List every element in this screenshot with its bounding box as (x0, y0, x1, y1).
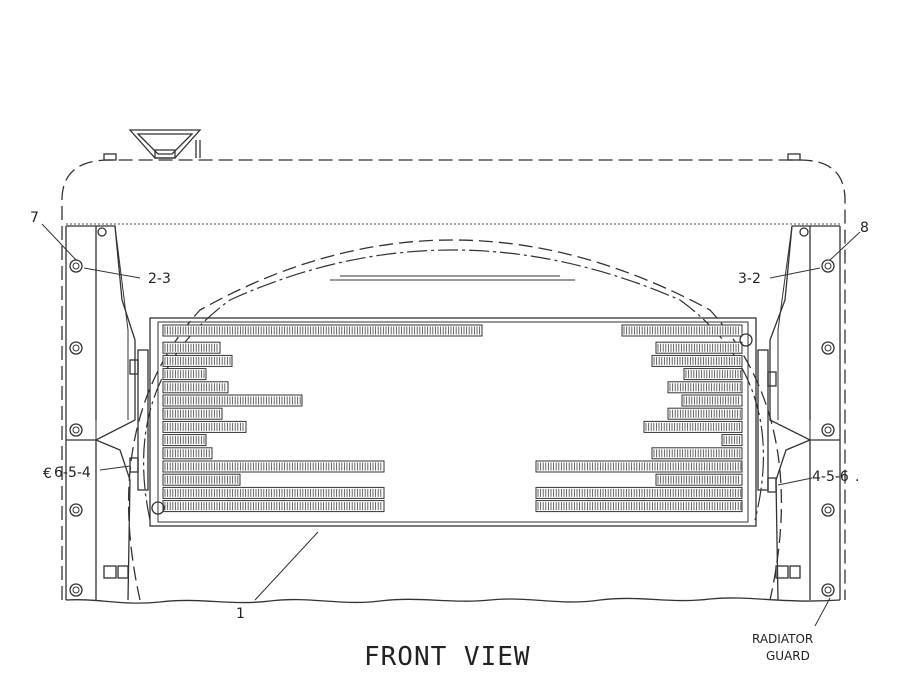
fin-band (667, 381, 743, 394)
right-frame (769, 225, 841, 600)
left-frame (65, 225, 136, 600)
radiator-guard-label-line2: GUARD (766, 649, 810, 663)
fin-band (162, 486, 385, 499)
fin-band (667, 407, 743, 420)
callout-left-upper: 2-3 (148, 271, 171, 287)
fin-band (162, 354, 233, 367)
left-frame-inner (95, 225, 129, 440)
fan-shroud-arc (143, 249, 765, 521)
right-core-mount (757, 349, 777, 493)
fin-band (162, 500, 385, 513)
top-left-bolt (103, 153, 117, 161)
fin-band (651, 447, 743, 460)
fin-band (162, 324, 483, 337)
fin-band (621, 324, 743, 337)
callout-right-lower-suffix: . (855, 469, 859, 485)
right-lower-bracket (775, 439, 811, 601)
callout-left-lower: 6-5-4 (54, 465, 91, 481)
callout-8: 8 (860, 220, 869, 236)
right-frame-inner (777, 225, 811, 440)
lifting-handle (128, 129, 202, 159)
left-lower-bracket (95, 439, 131, 601)
left-frame-bolts (69, 227, 107, 597)
radiator-fins (162, 324, 743, 513)
leader-lines (41, 223, 861, 627)
fin-band (681, 394, 743, 407)
callout-right-upper: 3-2 (738, 271, 761, 287)
fin-band (162, 434, 207, 447)
callout-7: 7 (30, 210, 39, 226)
radiator-core-frame (149, 317, 757, 527)
right-frame-bolts (799, 227, 835, 597)
left-core-mount (129, 349, 149, 491)
break-line (65, 597, 841, 604)
fin-band (162, 447, 213, 460)
fan-shroud-arc-outer (127, 239, 783, 601)
fin-band (162, 381, 229, 394)
lower-left-nut (103, 565, 129, 579)
fin-band (651, 354, 743, 367)
fin-band (162, 420, 247, 433)
fin-band (683, 368, 743, 381)
callout-right-lower: 4-5-6 (812, 469, 849, 485)
top-right-bolt (787, 153, 801, 161)
lower-right-nut (775, 565, 801, 579)
fin-band (655, 341, 743, 354)
callout-left-lower-prefix: € (43, 466, 52, 482)
view-title: FRONT VIEW (364, 642, 531, 672)
fin-band (655, 473, 743, 486)
core-corner-bolt-bottom (151, 501, 165, 515)
fin-band (162, 460, 385, 473)
core-corner-bolt-top (739, 333, 753, 347)
radiator-core-inner (157, 321, 749, 523)
radiator-guard-label-line1: RADIATOR (752, 632, 813, 646)
housing-outline (61, 159, 846, 600)
callout-1: 1 (236, 606, 245, 622)
fin-band (162, 368, 207, 381)
fin-band (162, 407, 223, 420)
fin-band (162, 341, 221, 354)
